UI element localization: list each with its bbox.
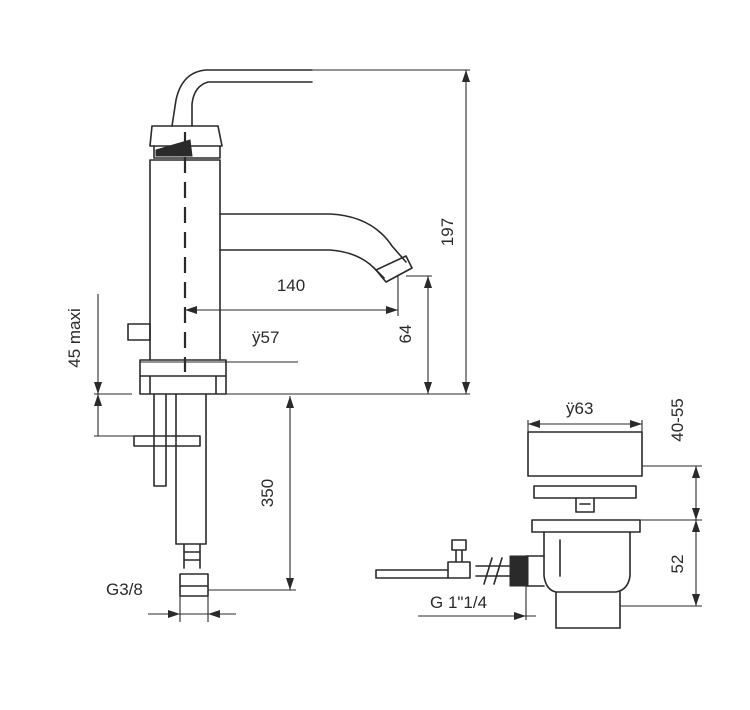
waste-dimensions: ÿ63 40-55 52 G 1"1/4 [418,398,702,620]
waste-ring [533,485,637,499]
waste-flange [531,519,641,533]
clevis [447,539,471,579]
outlet-pipe [475,565,511,577]
dim-350: 350 [258,479,277,507]
popup-knob [127,323,151,341]
spout-tip [375,255,413,283]
dim-40-55: 40-55 [668,398,687,441]
handle-cap-lower [153,145,221,159]
dim-52: 52 [668,555,687,574]
rod [153,393,167,487]
lever-handle [171,69,313,127]
waste-tail [555,591,621,629]
dim-base-diameter: ÿ57 [252,328,279,347]
fixing-nut [133,435,201,447]
popup-rod [375,569,449,579]
g38-nut [179,573,209,597]
dim-64: 64 [396,325,415,344]
waste-post [575,497,595,513]
outlet-thread [509,555,529,587]
spout [219,213,407,279]
faucet-dimensions: 197 140 64 ÿ57 45 maxi 350 [65,69,470,622]
shank [175,393,207,545]
break-mark [483,557,503,585]
dim-waste-diameter: ÿ63 [566,399,593,418]
dim-45-maxi: 45 maxi [65,308,84,368]
waste-body [543,531,631,593]
faucet-base [139,359,227,395]
hose-connector [183,543,201,569]
side-outlet [525,555,545,587]
dim-140: 140 [277,276,305,295]
dim-197: 197 [438,218,457,246]
handle-cap [149,125,223,147]
dim-g38: G3/8 [106,580,143,599]
handle-wedge [155,139,193,157]
waste-assembly [375,431,643,629]
waste-plug [527,431,643,477]
dim-waste-thread: G 1"1/4 [430,593,487,612]
